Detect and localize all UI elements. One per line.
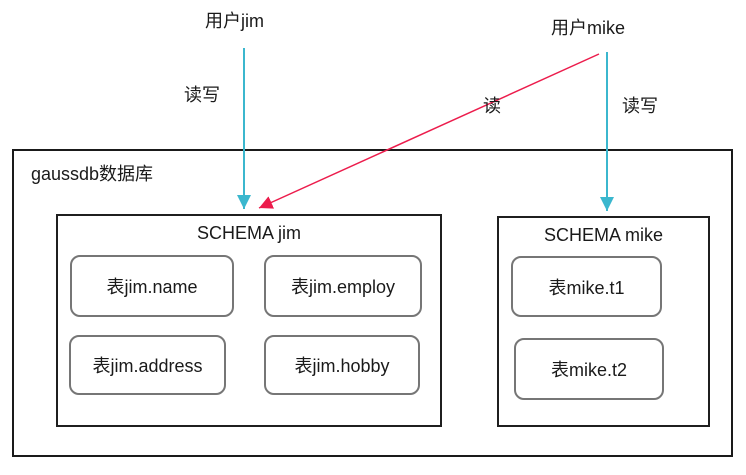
database-box: gaussdb数据库 SCHEMA jim 表jim.name 表jim.emp… [12,149,733,457]
schema-mike-title: SCHEMA mike [543,225,664,245]
table-chip-jim-name-label: 表jim.name [106,277,198,297]
edge-label-mike-readwrite: 读写 [622,96,658,116]
schema-jim-box: SCHEMA jim 表jim.name 表jim.employ 表jim.ad… [56,214,442,427]
edge-label-mike-read: 读 [483,96,501,116]
table-chip-jim-hobby: 表jim.hobby [264,335,420,395]
user-jim-label: 用户jim [205,11,264,31]
table-chip-mike-t1-label: 表mike.t1 [548,277,625,298]
edge-label-jim-readwrite: 读写 [184,85,220,105]
table-chip-jim-name: 表jim.name [70,255,234,317]
table-chip-jim-employ: 表jim.employ [264,255,422,317]
schema-mike-box: SCHEMA mike 表mike.t1 表mike.t2 [497,216,710,427]
table-chip-jim-employ-label: 表jim.employ [290,277,396,297]
arrow-mike-read [258,53,600,209]
table-chip-mike-t1: 表mike.t1 [511,256,662,317]
schema-jim-title: SCHEMA jim [196,223,301,243]
table-chip-mike-t2: 表mike.t2 [514,338,664,400]
table-chip-mike-t2-label: 表mike.t2 [550,360,628,380]
table-chip-jim-address: 表jim.address [69,335,226,395]
table-chip-jim-hobby-label: 表jim.hobby [294,356,390,376]
user-mike-label: 用户mike [551,18,626,38]
table-chip-jim-address-label: 表jim.address [92,356,203,376]
database-title: gaussdb数据库 [31,164,154,184]
